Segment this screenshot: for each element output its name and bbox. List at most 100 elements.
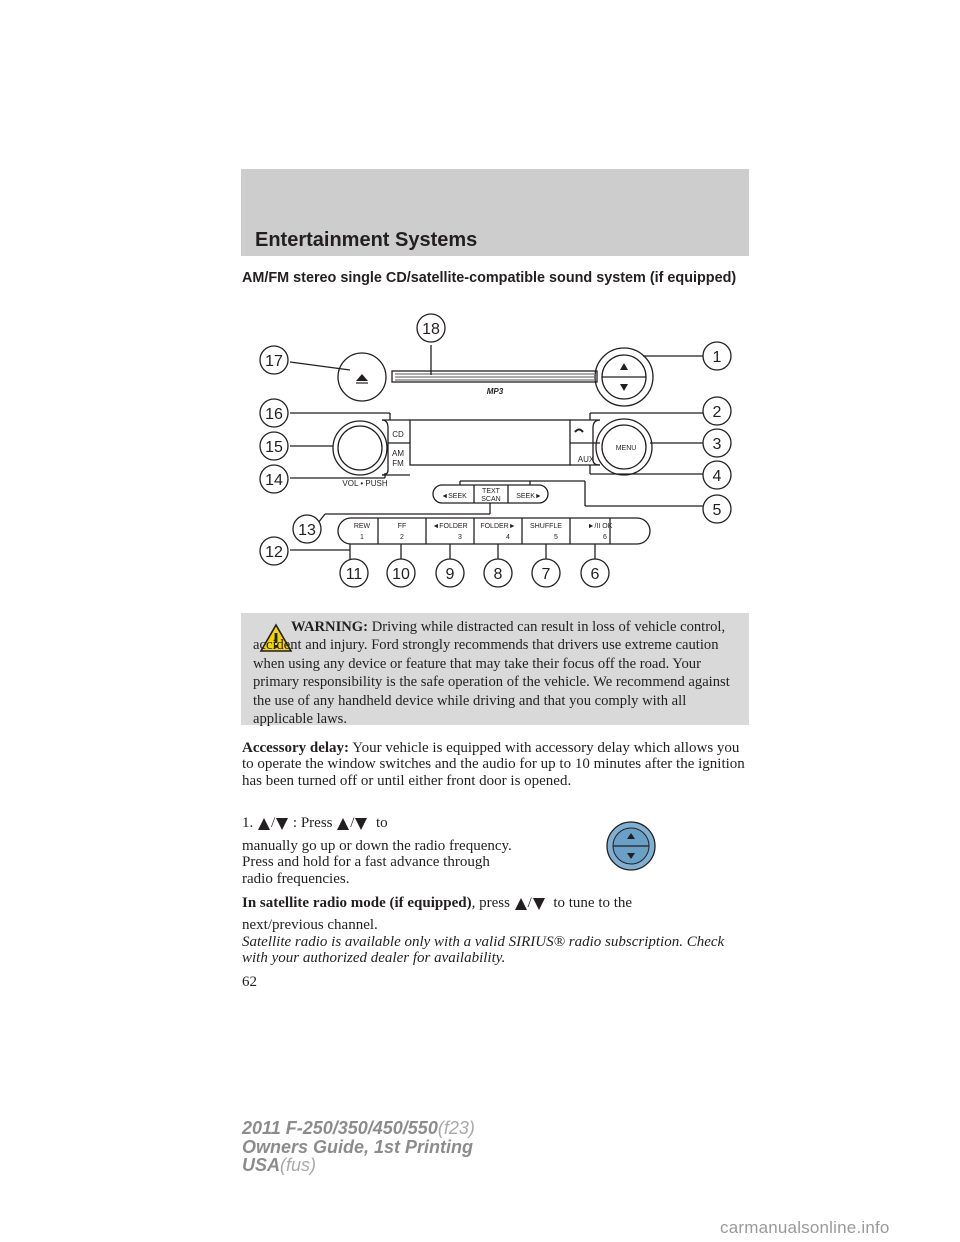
svg-text:4: 4 [713, 468, 722, 485]
callout-7: 7 [531, 558, 561, 588]
preset-6-num: 6 [603, 534, 607, 541]
footer-model-code: (f23) [437, 1118, 475, 1138]
item-1-slash-b: / [350, 815, 355, 831]
accessory-delay-text: Your vehicle is equipped with accessory … [242, 740, 745, 789]
item-1-to: to [375, 815, 388, 831]
warning-body: Driving while distracted can result in l… [253, 619, 730, 728]
fm-label: FM [392, 459, 404, 468]
tune-up-icon [620, 363, 628, 370]
svg-text:10: 10 [392, 566, 410, 583]
warning-triangle-icon [259, 623, 293, 652]
menu-label: MENU [616, 445, 637, 452]
callout-8: 8 [483, 558, 513, 588]
satellite-slash: / [527, 895, 532, 911]
item-1-press: : Press [292, 815, 333, 831]
footer-region-code: (fus) [280, 1155, 317, 1175]
down-arrow-icon [355, 817, 368, 830]
callout-9: 9 [435, 558, 465, 588]
tune-down-icon [620, 384, 628, 391]
preset-2-num: 2 [400, 534, 404, 541]
preset-buttons-bar [337, 517, 651, 545]
warning-text-block: WARNING: Driving while distracted can re… [253, 618, 741, 728]
callout-17: 17 [259, 345, 289, 375]
svg-text:9: 9 [446, 566, 455, 583]
callout-1: 1 [702, 341, 732, 371]
svg-text:7: 7 [542, 566, 551, 583]
tune-knob [594, 347, 654, 407]
accessory-delay-paragraph: Accessory delay: Your vehicle is equippe… [242, 740, 747, 789]
up-arrow-icon [258, 817, 270, 830]
preset-1-num: 1 [360, 534, 364, 541]
up-arrow-icon [337, 817, 350, 830]
mp3-logo: MP3 [487, 387, 504, 396]
callout-15: 15 [259, 431, 289, 461]
am-label: AM [392, 449, 404, 458]
preset-1-top: REW [354, 523, 371, 530]
menu-knob [595, 418, 653, 476]
footer-region: USA [242, 1155, 281, 1175]
callout-3: 3 [702, 428, 732, 458]
eject-icon [356, 374, 368, 381]
item-1-slash-a: / [271, 815, 276, 831]
preset-2-top: FF [398, 523, 407, 530]
svg-text:14: 14 [265, 472, 283, 489]
satellite-mode-line: In satellite radio mode (if equipped), p… [242, 895, 747, 911]
preset-4-num: 4 [506, 534, 510, 541]
cd-label: CD [392, 430, 404, 439]
preset-3-top: ◄FOLDER [432, 523, 467, 530]
callout-13: 13 [292, 514, 322, 544]
footer-guide: Owners Guide, 1st Printing [242, 1136, 474, 1157]
page-number: 62 [242, 974, 257, 990]
satellite-press: , press [471, 895, 510, 911]
svg-text:11: 11 [346, 566, 363, 583]
satellite-tail: to tune to the [553, 895, 633, 911]
svg-text:17: 17 [265, 353, 283, 370]
warning-box: WARNING: Driving while distracted can re… [241, 613, 749, 728]
callout-2: 2 [702, 396, 732, 426]
section-title: Entertainment Systems [255, 229, 478, 251]
preset-5-top: SHUFFLE [530, 523, 562, 530]
scan-label: SCAN [481, 496, 500, 503]
preset-3-num: 3 [458, 534, 462, 541]
aux-label: AUX [578, 455, 595, 464]
preset-6-top: ►/II OK [588, 523, 613, 530]
preset-4-top: FOLDER► [480, 523, 515, 530]
vol-push-label: VOL • PUSH [342, 479, 387, 488]
svg-text:18: 18 [422, 321, 440, 338]
svg-text:12: 12 [265, 544, 283, 561]
cd-slot [391, 370, 598, 383]
footer-model: 2011 F-250/350/450/550 [242, 1118, 438, 1138]
tune-down-icon [627, 853, 635, 859]
up-arrow-icon [514, 897, 527, 910]
callout-10: 10 [386, 558, 416, 588]
volume-knob [332, 420, 388, 476]
tune-up-icon [627, 833, 635, 839]
seek-right-label: SEEK► [516, 493, 542, 500]
down-arrow-icon [532, 897, 545, 910]
svg-text:16: 16 [265, 406, 283, 423]
section-header-band: Entertainment Systems [241, 169, 749, 256]
svg-text:1: 1 [713, 349, 722, 366]
satellite-line2: next/previous channel. [242, 917, 378, 933]
radio-faceplate-diagram: 18 17 1 16 2 15 3 14 4 5 13 12 11 10 9 8… [259, 313, 732, 588]
page-subheading: AM/FM stereo single CD/satellite-compati… [242, 270, 737, 286]
text-label: TEXT [482, 488, 501, 495]
seek-left-label: ◄SEEK [441, 493, 467, 500]
callout-12: 12 [259, 536, 289, 566]
callout-14: 14 [259, 464, 289, 494]
svg-text:3: 3 [713, 436, 722, 453]
svg-text:6: 6 [591, 566, 600, 583]
tune-button-illustration [606, 821, 656, 871]
callout-5: 5 [702, 494, 732, 524]
eject-button [337, 352, 387, 402]
svg-text:13: 13 [298, 522, 316, 539]
down-arrow-icon [276, 817, 289, 830]
watermark-link[interactable]: carmanualsonline.info [720, 1218, 890, 1237]
callout-6: 6 [580, 558, 610, 588]
callout-4: 4 [702, 460, 732, 490]
satellite-note: Satellite radio is available only with a… [242, 934, 725, 967]
svg-text:5: 5 [713, 502, 722, 519]
callout-11: 11 [339, 558, 369, 588]
item-1-line: 1. / : Press / to [242, 815, 482, 831]
callout-18: 18 [416, 313, 446, 343]
